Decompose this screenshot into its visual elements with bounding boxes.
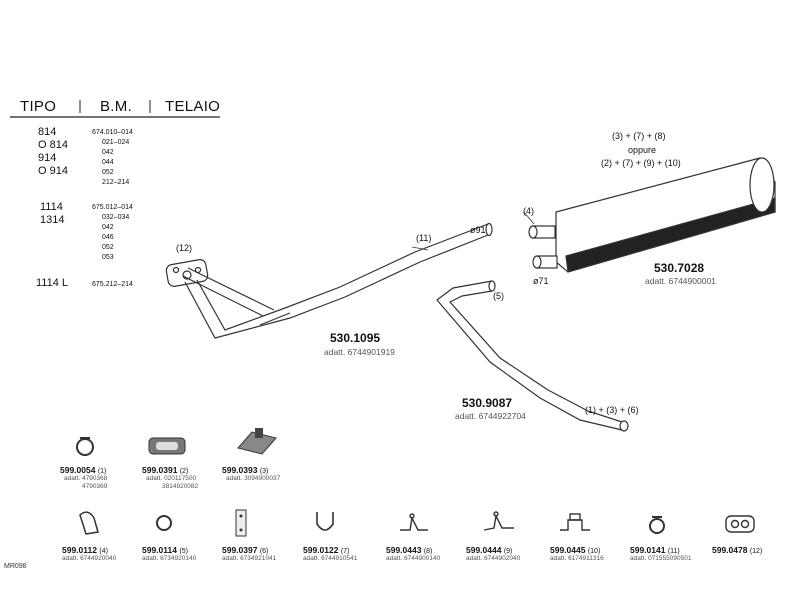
part-number-530-1095: 530.1095: [330, 331, 381, 345]
leader-line: [523, 211, 535, 225]
bracket-icon: [483, 511, 514, 531]
muffler-kit-1: (3) + (7) + (8): [612, 131, 666, 141]
callout-12: (12): [176, 243, 193, 253]
tail-kit: (1) + (3) + (6): [585, 405, 639, 415]
adatt-530-9087: adatt. 6744922704: [455, 411, 526, 421]
part-number-530-7028: 530.7028: [654, 261, 705, 275]
u-bolt-icon: [316, 512, 334, 531]
muffler-530-7028: [528, 157, 776, 273]
bm-cell: 675.012–014 032–034 042 046 052 053: [92, 204, 133, 261]
accessory-599-0141: 599.0141 (11) adatt. 071555090501: [630, 545, 692, 562]
accessory-599-0443: 599.0443 (8) adatt. 6744900140: [386, 545, 441, 562]
strap-icon: [235, 509, 247, 537]
clamp-ring-icon: [156, 515, 172, 531]
callout-4: (4): [523, 206, 534, 216]
table-header-tipo: TIPO: [20, 98, 57, 115]
clamp-icon: [649, 516, 665, 534]
callout-11: (11): [416, 233, 432, 243]
drawing-code: MR098: [4, 563, 27, 570]
part-number-530-9087: 530.9087: [462, 396, 513, 410]
flange-gasket-icon: [725, 515, 755, 533]
tail-pipe-530-9087: [436, 280, 629, 432]
table-header-telaio: TELAIO: [165, 98, 221, 115]
callout-5: (5): [493, 291, 504, 301]
rubber-mount-icon: [148, 437, 186, 455]
adatt-530-1095: adatt. 6744901919: [324, 347, 395, 357]
table-header-bm: B.M.: [100, 98, 133, 115]
accessory-599-0114: 599.0114 (5) adatt. 6734920140: [142, 545, 197, 562]
accessory-599-0391: 599.0391 (2) adatt. 020117500 3814920082: [142, 465, 199, 490]
adatt-530-7028: adatt. 6744900001: [645, 276, 716, 286]
bm-cell: 674.010–014 021–024 042 044 052 212–214: [92, 129, 133, 186]
accessory-599-0397: 599.0397 (6) adatt. 6734921041: [222, 545, 277, 562]
accessory-599-0444: 599.0444 (9) adatt. 6744902040: [466, 545, 521, 562]
accessory-599-0054: 599.0054 (1) adatt. 4790368 4790369: [60, 465, 108, 490]
tipo-cell: 1114 1314: [40, 201, 65, 226]
clamp-icon: [76, 437, 94, 456]
diameter-71: ø71: [533, 276, 549, 286]
bm-cell: 675.212–214: [92, 281, 133, 288]
accessory-599-0445: 599.0445 (10) adatt. 6174911316: [550, 545, 604, 562]
muffler-kit-2: (2) + (7) + (9) + (10): [601, 158, 681, 168]
accessory-599-0112: 599.0112 (4) adatt. 6744920040: [62, 545, 117, 562]
oppure-label: oppure: [628, 145, 657, 155]
accessory-599-0393: 599.0393 (3) adatt. 3094900037: [222, 465, 281, 482]
hanger-block-icon: [237, 428, 277, 455]
accessory-599-0122: 599.0122 (7) adatt. 6744910541: [303, 545, 358, 562]
flange-gasket-icon: [79, 511, 99, 535]
accessory-599-0478: 599.0478 (12): [712, 545, 763, 555]
tipo-cell: 1114 L: [36, 277, 69, 289]
leader-line: [411, 246, 429, 251]
diameter-91: ø91: [470, 225, 486, 235]
front-pipe-530-1095: [165, 222, 493, 339]
support-icon: [560, 513, 590, 531]
bracket-icon: [400, 513, 428, 531]
tipo-cell: 814 O 814 914 O 914: [38, 126, 68, 177]
